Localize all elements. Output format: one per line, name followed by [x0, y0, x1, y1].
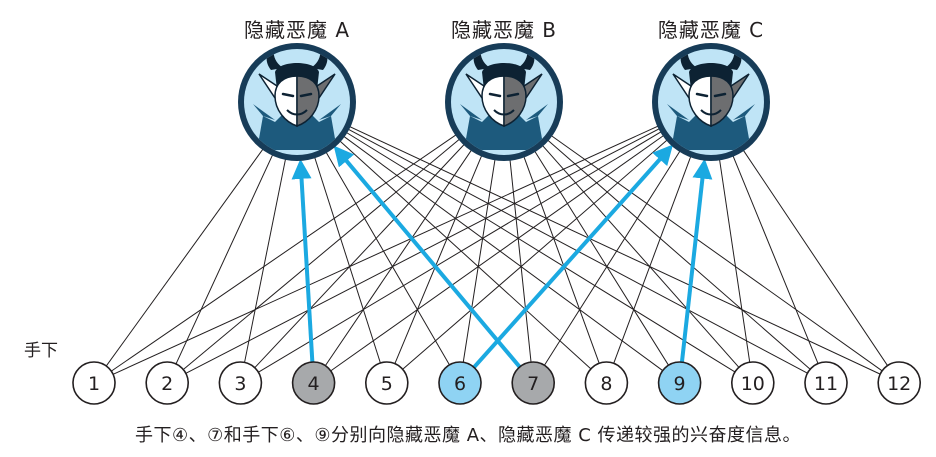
- connection-line: [324, 147, 474, 366]
- connection-line: [244, 155, 287, 363]
- subordinate-number: 8: [600, 373, 612, 395]
- connection-line: [324, 149, 450, 366]
- subordinate-node-11: 11: [804, 361, 848, 405]
- subordinate-number: 7: [527, 373, 539, 395]
- subordinate-number: 12: [887, 373, 911, 395]
- subordinate-number: 10: [741, 373, 765, 395]
- connection-line: [402, 137, 670, 370]
- connection-line: [540, 142, 740, 368]
- demon-title-b: 隐藏恶魔 B: [450, 18, 558, 42]
- connection-line: [346, 124, 881, 375]
- subordinate-group-label: 手下: [24, 341, 58, 361]
- subordinate-node-8: 8: [584, 361, 629, 405]
- subordinate-node-2: 2: [145, 361, 189, 405]
- demon-title-a: 隐藏恶魔 A: [243, 18, 351, 42]
- connection-line: [509, 156, 532, 363]
- connection-line: [532, 148, 669, 366]
- connection-line: [112, 124, 662, 375]
- demon-title-c: 隐藏恶魔 C: [657, 18, 765, 42]
- strong-signal-arrow-6-to-c: [472, 144, 674, 369]
- demon-node-b: [445, 43, 563, 161]
- demon-node-a: [238, 43, 356, 161]
- connection-line: [330, 133, 667, 372]
- connection-line: [613, 153, 693, 364]
- subordinate-node-7: 7: [511, 361, 556, 405]
- subordinate-number: 6: [454, 373, 466, 395]
- connection-line: [254, 141, 467, 369]
- connection-line: [731, 152, 819, 364]
- connection-line: [545, 137, 811, 370]
- subordinate-number: 5: [381, 373, 393, 395]
- figure-caption: 手下④、⑦和手下⑥、⑨分别向隐藏恶魔 A、隐藏恶魔 C 传递较强的兴奋度信息。: [134, 425, 802, 446]
- hidden-demons: [238, 43, 770, 161]
- connection-line: [111, 132, 459, 372]
- strong-signal-arrow-4-to-a: [291, 158, 315, 363]
- connection-line: [183, 136, 463, 370]
- connection-line: [313, 154, 381, 364]
- subordinate-node-4: 4: [291, 361, 336, 405]
- connection-line: [741, 147, 888, 366]
- subordinate-node-3: 3: [218, 361, 263, 405]
- connection-line: [548, 133, 883, 372]
- subordinate-node-12: 12: [877, 361, 922, 405]
- subordinate-number: 4: [308, 373, 320, 395]
- connection-line: [522, 153, 600, 364]
- connection-line: [175, 151, 275, 365]
- subordinate-number: 3: [234, 373, 246, 395]
- subordinate-number: 11: [814, 373, 838, 395]
- subordinate-number: 9: [674, 373, 686, 395]
- strong-signal-arrows: [291, 144, 713, 369]
- connection-line: [462, 156, 496, 363]
- subordinate-node-6: 6: [438, 361, 482, 405]
- subordinate-node-5: 5: [364, 361, 409, 405]
- connection-lines: [105, 124, 888, 375]
- subordinate-number: 2: [161, 373, 173, 395]
- strong-signal-arrow-9-to-c: [679, 158, 713, 363]
- connection-line: [341, 134, 663, 371]
- demon-node-c: [652, 43, 770, 161]
- subordinate-node-1: 1: [72, 361, 116, 405]
- connection-line: [544, 148, 683, 366]
- connection-line: [105, 146, 266, 367]
- connection-line: [337, 138, 592, 370]
- subordinate-node-10: 10: [730, 361, 775, 405]
- connection-line: [394, 152, 484, 364]
- connection-line: [718, 156, 751, 363]
- subordinate-node-9: 9: [657, 361, 702, 405]
- connection-line: [343, 130, 736, 373]
- strong-signal-arrow-7-to-a: [333, 145, 522, 369]
- subordinate-number: 1: [88, 373, 100, 395]
